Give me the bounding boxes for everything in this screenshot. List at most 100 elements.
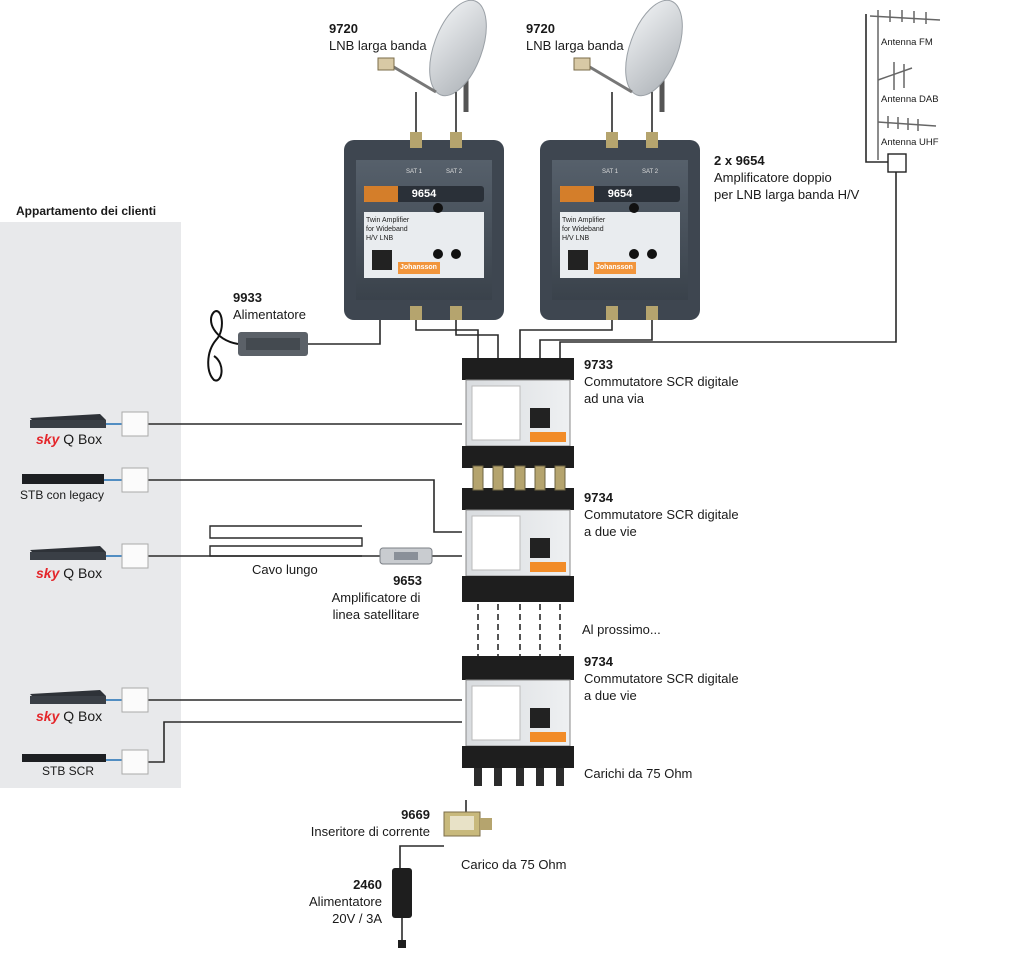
switch-9734a-label: 9734 Commutatore SCR digitale a due vie <box>584 489 739 540</box>
lnb-left-label: 9720 LNB larga banda <box>329 20 427 54</box>
dish-right <box>573 0 683 132</box>
injector-label: 9669 Inseritore di corrente <box>290 806 430 840</box>
amplifier-left-badge: 9654 <box>411 188 437 200</box>
apartment-title: Appartamento dei clienti <box>16 204 157 218</box>
wall-outlet-4 <box>121 687 149 713</box>
amplifier-left-panel-line2: for Wideband <box>366 226 408 233</box>
device-box-3 <box>30 543 149 569</box>
device-1-brand: sky <box>36 431 60 447</box>
amplifier-right-panel-line1: Twin Amplifier <box>562 217 606 224</box>
amplifier-right-panel-text: Twin Amplifier for Wideband H/V LNB <box>562 216 605 243</box>
amp-9653-code: 9653 <box>393 573 422 588</box>
amplifier-line2: per LNB larga banda H/V <box>714 187 860 202</box>
device-5-label: STB SCR <box>42 764 95 778</box>
amplifier-right-badge: 9654 <box>607 188 633 200</box>
lnb-left-code: 9720 <box>329 21 358 36</box>
device-4-brand: sky <box>36 708 60 724</box>
next-label: Al prossimo... <box>582 622 661 637</box>
switch-9734-b <box>462 656 574 768</box>
device-2-label: STB con legacy <box>20 488 105 502</box>
lnb-left-icon <box>377 57 395 71</box>
amplifier-left-sat1: SAT 1 <box>406 169 423 175</box>
switch-9734b-line1: Commutatore SCR digitale <box>584 671 739 686</box>
psu-9933-label: 9933 Alimentatore <box>233 289 306 323</box>
amplifier-line1: Amplificatore doppio <box>714 170 832 185</box>
switch-9734-a <box>462 488 574 602</box>
device-4-name: Q Box <box>63 708 103 724</box>
psu-9933-name: Alimentatore <box>233 307 306 322</box>
psu-2460-name: Alimentatore <box>309 894 382 909</box>
dashed-links <box>477 604 561 656</box>
switch-9733-code: 9733 <box>584 357 613 372</box>
switch-9734a-code: 9734 <box>584 490 613 505</box>
lnb-right-icon <box>573 57 591 71</box>
psu-2460 <box>392 868 412 948</box>
device-box-4 <box>30 687 149 713</box>
power-inserter-9669 <box>443 811 492 837</box>
switch-9733-line2: ad una via <box>584 391 644 406</box>
device-box-5 <box>22 749 149 775</box>
amplifier-left-sat2: SAT 2 <box>446 169 463 175</box>
switch-9734b-label: 9734 Commutatore SCR digitale a due vie <box>584 653 739 704</box>
wall-outlet-1 <box>121 411 149 437</box>
amplifier-right-sat2: SAT 2 <box>642 169 659 175</box>
wall-outlet-3 <box>121 543 149 569</box>
device-box-1 <box>30 411 149 437</box>
amp-9653-line1: Amplificatore di <box>331 590 421 605</box>
device-3-brand: sky <box>36 565 60 581</box>
amplifier-label: 2 x 9654 Amplificatore doppio per LNB la… <box>714 152 859 203</box>
switch-9733 <box>462 358 574 468</box>
load-single-label: Carico da 75 Ohm <box>461 857 567 872</box>
inter-switch-connectors <box>472 465 566 491</box>
psu-9933 <box>207 310 308 382</box>
amplifier-right-panel-line2: for Wideband <box>562 226 604 233</box>
amplifier-right <box>540 132 700 320</box>
device-1-name: Q Box <box>63 431 103 447</box>
amplifier-right-brand: Johansson <box>596 264 633 271</box>
antenna-junction-box <box>887 153 907 173</box>
device-3-name: Q Box <box>63 565 103 581</box>
amplifier-left-panel-line1: Twin Amplifier <box>366 217 410 224</box>
dish-left <box>377 0 487 132</box>
antenna-fm-label: Antenna FM <box>881 37 933 48</box>
amplifier-left-brand: Johansson <box>400 264 437 271</box>
switch-9734b-line2: a due vie <box>584 688 637 703</box>
lnb-right-label: 9720 LNB larga banda <box>526 20 624 54</box>
lnb-left-name: LNB larga banda <box>329 38 427 53</box>
psu-2460-label: 2460 Alimentatore 20V / 3A <box>290 876 382 927</box>
device-4-label: sky Q Box <box>36 708 102 725</box>
antenna-uhf-label: Antenna UHF <box>881 137 939 148</box>
antenna-mast <box>869 10 941 160</box>
amplifier-right-panel-line3: H/V LNB <box>562 235 590 242</box>
switch-9734b-code: 9734 <box>584 654 613 669</box>
psu-2460-code: 2460 <box>353 877 382 892</box>
line-amplifier-9653 <box>379 547 433 565</box>
amplifier-left-panel-text: Twin Amplifier for Wideband H/V LNB <box>366 216 409 243</box>
amp-9653-line2: linea satellitare <box>332 607 420 622</box>
antenna-dab-label: Antenna DAB <box>881 94 939 105</box>
switch-9733-label: 9733 Commutatore SCR digitale ad una via <box>584 356 739 407</box>
loads-label: Carichi da 75 Ohm <box>584 766 693 781</box>
amp-9653-label: 9653 Amplificatore di linea satellitare <box>316 572 436 623</box>
wall-outlet-5 <box>121 749 149 775</box>
wall-outlet-2 <box>121 467 149 493</box>
device-3-label: sky Q Box <box>36 565 102 582</box>
injector-code: 9669 <box>401 807 430 822</box>
amplifier-left <box>344 132 504 320</box>
long-cable-label: Cavo lungo <box>252 562 318 577</box>
amplifier-right-sat1: SAT 1 <box>602 169 619 175</box>
switch-9733-line1: Commutatore SCR digitale <box>584 374 739 389</box>
device-box-2 <box>22 467 149 493</box>
switch-9734a-line1: Commutatore SCR digitale <box>584 507 739 522</box>
psu-9933-code: 9933 <box>233 290 262 305</box>
device-1-label: sky Q Box <box>36 431 102 448</box>
injector-name: Inseritore di corrente <box>310 824 430 839</box>
psu-2460-rating: 20V / 3A <box>332 911 382 926</box>
lnb-right-code: 9720 <box>526 21 555 36</box>
lnb-right-name: LNB larga banda <box>526 38 624 53</box>
amplifier-left-panel-line3: H/V LNB <box>366 235 394 242</box>
long-cable-loop <box>209 525 363 557</box>
amplifier-code: 2 x 9654 <box>714 153 765 168</box>
switch-9734a-line2: a due vie <box>584 524 637 539</box>
